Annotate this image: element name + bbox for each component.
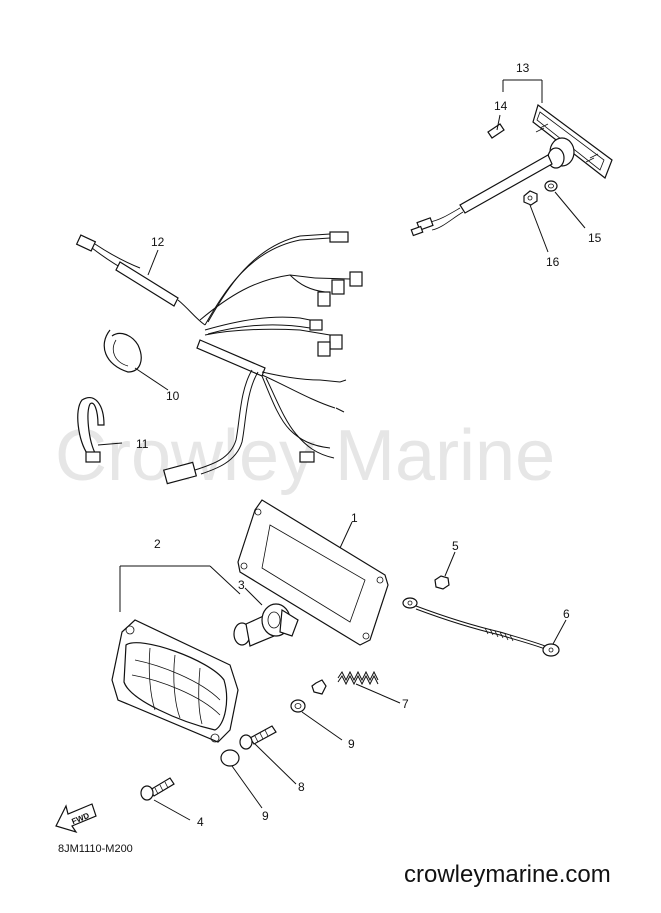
callout-3: 3 <box>238 578 245 592</box>
callout-7: 7 <box>402 697 409 711</box>
part-1-bracket <box>237 499 389 646</box>
callout-14: 14 <box>494 99 508 113</box>
part-7-spring <box>337 670 379 686</box>
diagram-code: 8JM1110-M200 <box>58 843 133 855</box>
part-5-nut <box>434 575 450 590</box>
callout-16: 16 <box>546 255 560 269</box>
callout-15: 15 <box>588 231 602 245</box>
callout-9b: 9 <box>262 809 269 823</box>
part-15-washer <box>544 180 558 192</box>
part-6-ground-wire <box>402 597 560 657</box>
part-4-screw <box>140 777 175 801</box>
website-text: crowleymarine.com <box>404 861 611 888</box>
part-16-nut <box>523 190 538 206</box>
callout-1: 1 <box>351 511 358 525</box>
callout-12: 12 <box>151 235 165 249</box>
part-8-bolt <box>239 725 277 750</box>
callout-11: 11 <box>136 437 149 451</box>
callout-labels: 13 14 15 16 12 10 11 1 2 3 5 6 7 9 8 9 4 <box>136 61 602 829</box>
leader-lines <box>97 79 586 821</box>
callout-10: 10 <box>166 389 180 403</box>
part-13-switch-assembly <box>410 104 613 237</box>
callout-13: 13 <box>516 61 530 75</box>
part-2-headlight <box>111 619 239 743</box>
callout-8: 8 <box>298 780 305 794</box>
part-11-clip <box>77 397 105 463</box>
part-9-washer-upper <box>290 679 327 713</box>
callout-2: 2 <box>154 537 161 551</box>
callout-6: 6 <box>563 607 570 621</box>
part-10-band <box>103 329 142 373</box>
part-14-terminal <box>487 123 505 139</box>
part-9-cap-lower <box>220 749 240 767</box>
part-12-wire-harness <box>75 231 363 485</box>
callout-9a: 9 <box>348 737 355 751</box>
part-3-bulb-socket <box>233 603 299 647</box>
fwd-arrow-icon: FWD <box>55 803 97 834</box>
callout-5: 5 <box>452 539 459 553</box>
callout-4: 4 <box>197 815 204 829</box>
